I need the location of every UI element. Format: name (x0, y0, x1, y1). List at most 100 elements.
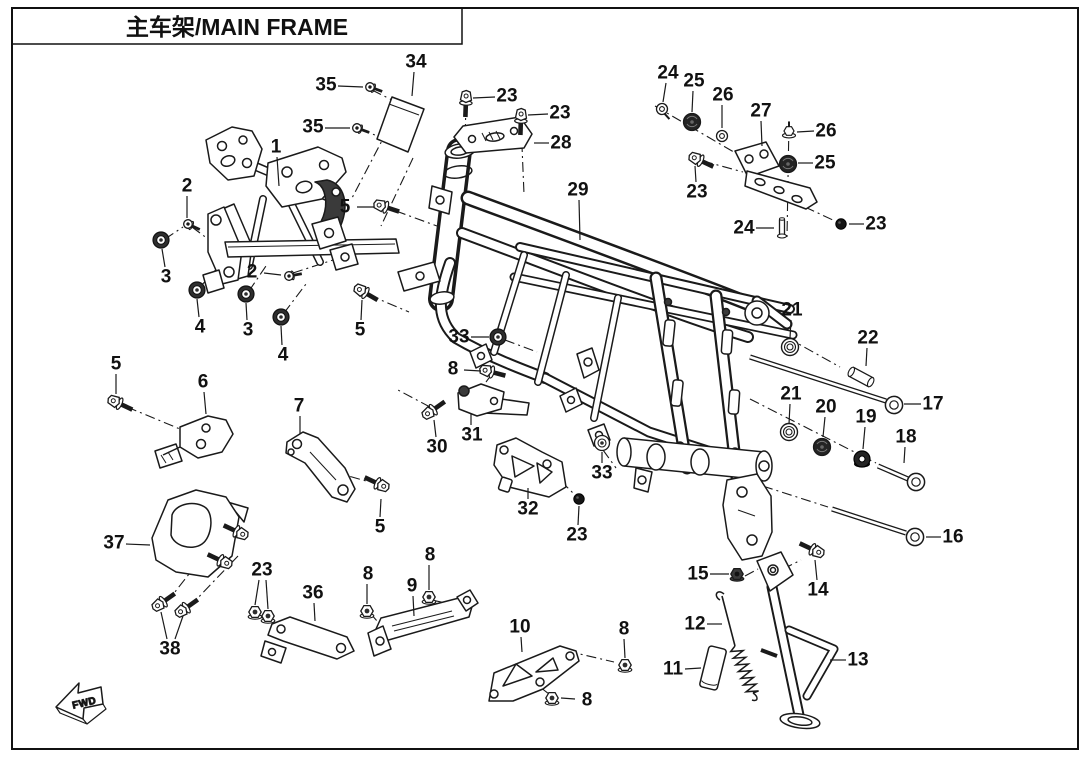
part-screw (365, 82, 383, 93)
leader-line (280, 325, 283, 346)
part-flangenut (781, 122, 797, 139)
assembly-axis (283, 283, 307, 314)
part-bushing (272, 308, 290, 326)
callout-14: 14 (807, 559, 829, 601)
leader-line (577, 505, 580, 526)
part-spring (715, 591, 759, 702)
assembly-axis (804, 206, 836, 222)
leader-line (760, 120, 763, 147)
callout-4: 4 (278, 325, 289, 366)
callout-number: 8 (448, 359, 459, 380)
part-longbolt (831, 506, 925, 547)
side-stand (756, 551, 821, 730)
part-nut_dark (729, 567, 745, 582)
part-rings (593, 434, 611, 452)
stand-mount-bracket (722, 473, 773, 561)
callout-number: 26 (712, 85, 733, 106)
callout-number: 21 (780, 384, 802, 405)
leader-line (411, 71, 415, 97)
callout-number: 23 (865, 214, 886, 235)
callout-20: 20 (815, 397, 837, 438)
callout-number: 15 (687, 564, 709, 585)
callout-8: 8 (363, 564, 373, 604)
part-sleeve (847, 366, 875, 388)
assembly-axis (654, 105, 745, 159)
assembly-axis (751, 317, 841, 368)
assembly-axis (602, 449, 617, 469)
callout-number: 36 (302, 583, 323, 604)
main-frame-art (151, 96, 821, 730)
callout-number: 2 (247, 262, 258, 283)
callout-number: 11 (663, 659, 684, 680)
callout-number: 25 (683, 71, 705, 92)
callout-15: 15 (687, 564, 729, 585)
callout-22: 22 (857, 328, 879, 367)
callout-6: 6 (198, 372, 208, 415)
callout-number: 34 (405, 52, 427, 73)
part-screw (183, 219, 201, 231)
callout-16: 16 (926, 527, 964, 548)
title-box (11, 7, 463, 45)
part-bolt (206, 552, 233, 570)
leader-line (160, 611, 168, 640)
assembly-axis (397, 389, 431, 408)
bracket-7 (285, 431, 356, 503)
callout-10: 10 (509, 617, 531, 653)
callout-number: 24 (657, 63, 679, 84)
callout-2: 2 (182, 176, 192, 218)
assembly-axis (395, 210, 438, 227)
callout-number: 27 (750, 101, 771, 122)
callout-number: 29 (567, 180, 588, 201)
callout-21: 21 (781, 300, 803, 339)
callout-number: 16 (942, 527, 963, 548)
callout-number: 8 (619, 619, 630, 640)
leader-line (125, 543, 151, 546)
callout-36: 36 (302, 583, 324, 622)
callout-number: 22 (857, 328, 878, 349)
leader-line (313, 602, 316, 622)
bracket-32 (493, 437, 567, 498)
plate-34 (376, 96, 425, 153)
callout-3: 3 (243, 302, 253, 341)
part-pin (776, 217, 788, 239)
leader-line (203, 391, 207, 415)
callout-number: 31 (461, 425, 483, 446)
callout-number: 33 (591, 463, 612, 484)
callout-5: 5 (355, 299, 366, 341)
callout-24: 24 (733, 218, 774, 239)
callout-3: 3 (161, 248, 171, 288)
callout-25: 25 (683, 71, 705, 113)
leader-line (360, 299, 363, 321)
callout-number: 25 (814, 153, 836, 174)
leader-line (814, 559, 818, 581)
bracket-37 (151, 489, 249, 578)
callout-number: 4 (278, 345, 289, 366)
callout-35: 35 (315, 75, 364, 96)
callout-26: 26 (796, 121, 837, 142)
leader-line (412, 595, 415, 617)
callout-33: 33 (448, 327, 489, 348)
part-damper (682, 112, 702, 132)
part-ball (835, 218, 847, 230)
assembly-axis (292, 258, 337, 274)
callout-number: 26 (815, 121, 836, 142)
part-bolt (421, 399, 447, 421)
leader-line (789, 319, 792, 339)
callout-8: 8 (619, 619, 630, 659)
leader-line (161, 248, 166, 268)
callout-number: 38 (159, 639, 180, 660)
part-screw (352, 123, 370, 134)
callout-number: 23 (686, 182, 707, 203)
leader-line (265, 579, 269, 610)
callout-number: 28 (550, 133, 571, 154)
part-cylinder (699, 645, 727, 691)
part-bolt (459, 89, 473, 118)
callout-number: 23 (251, 560, 272, 581)
callout-2: 2 (247, 262, 282, 283)
callout-number: 8 (425, 545, 436, 566)
front-subframe-assembly (202, 126, 400, 294)
fasteners (107, 82, 926, 706)
